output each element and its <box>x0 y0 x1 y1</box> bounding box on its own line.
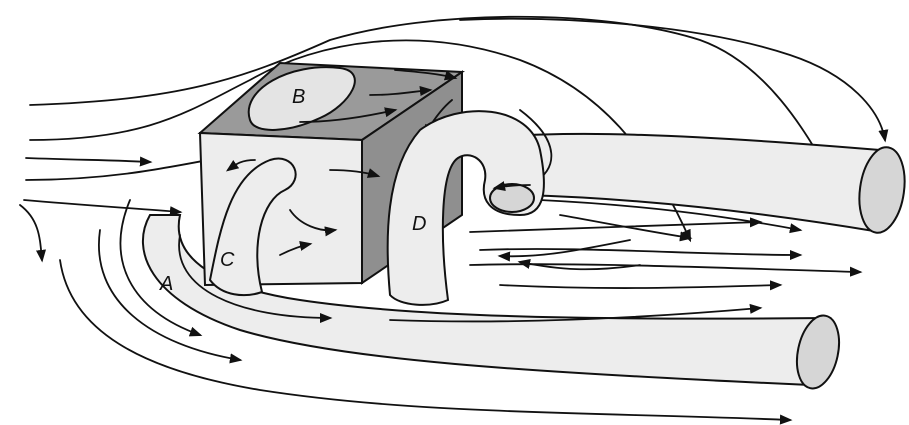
arch-vortex-d <box>386 110 545 306</box>
label-c: C <box>220 249 235 271</box>
outer-streamlines <box>19 15 889 263</box>
label-d: D <box>412 213 426 235</box>
label-a: A <box>159 273 173 295</box>
wake-streamlines <box>469 199 863 291</box>
vortex-c <box>208 157 297 297</box>
horseshoe-vortex-a <box>59 199 841 425</box>
vortex-b-loop <box>247 66 356 131</box>
label-b: B <box>292 86 305 108</box>
upper-vortex-tube <box>467 109 906 234</box>
